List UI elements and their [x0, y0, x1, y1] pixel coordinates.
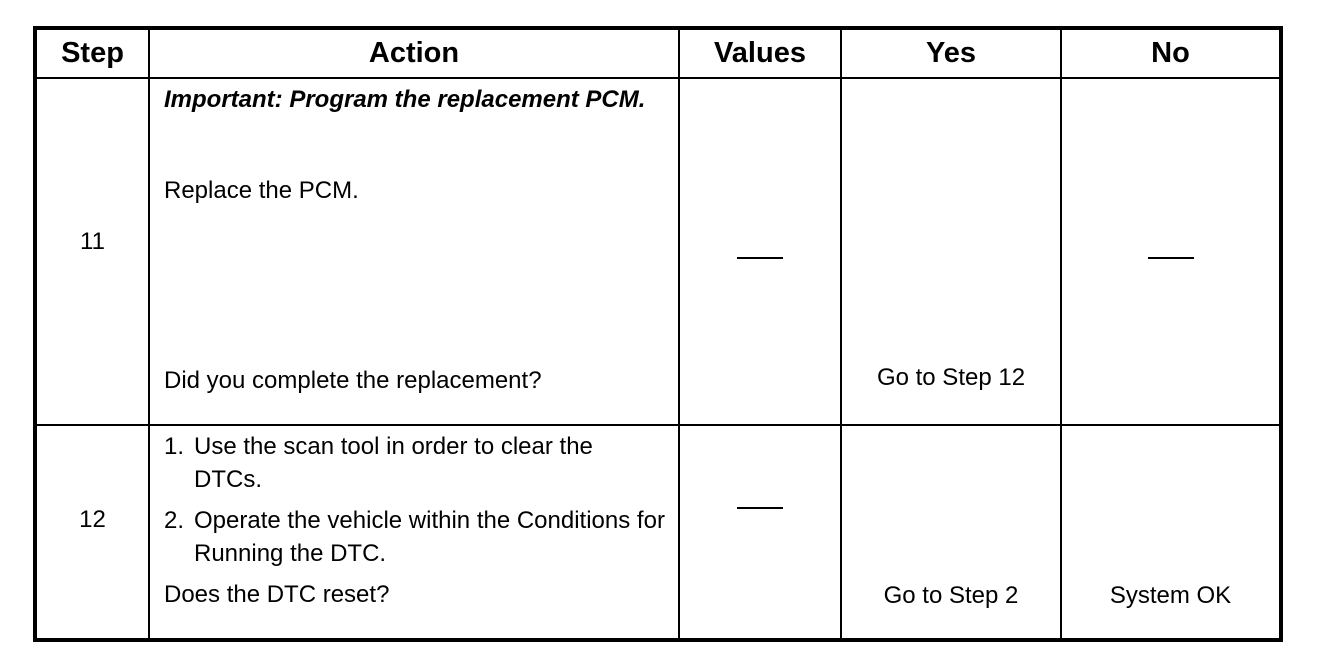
action-cell: Important: Program the replacement PCM. …	[148, 77, 680, 426]
table-row: 12 1. Use the scan tool in order to clea…	[37, 424, 1279, 638]
header-yes: Yes	[840, 30, 1062, 79]
yes-cell: Go to Step 12	[840, 77, 1062, 426]
action-cell: 1. Use the scan tool in order to clear t…	[148, 424, 680, 638]
table-row: 11 Important: Program the replacement PC…	[37, 77, 1279, 426]
step-number: 11	[37, 77, 150, 426]
yes-result: Go to Step 2	[883, 582, 1019, 609]
not-applicable-dash	[1147, 256, 1194, 259]
no-cell	[1060, 77, 1279, 426]
header-values: Values	[678, 30, 842, 79]
not-applicable-dash	[737, 507, 783, 509]
values-cell	[678, 424, 842, 638]
diagnostic-table: Step Action Values Yes No 11 Important: …	[37, 30, 1279, 638]
action-question: Does the DTC reset?	[164, 581, 390, 608]
not-applicable-dash	[737, 256, 783, 259]
header-action: Action	[148, 30, 680, 79]
header-step: Step	[37, 30, 150, 79]
header-no: No	[1060, 30, 1279, 79]
header-row: Step Action Values Yes No	[37, 30, 1279, 79]
list-item: 2. Operate the vehicle within the Condit…	[164, 507, 665, 567]
action-question: Did you complete the replacement?	[164, 367, 542, 394]
no-result: System OK	[1109, 582, 1232, 609]
important-note: Important: Program the replacement PCM.	[164, 86, 646, 113]
yes-result: Go to Step 12	[876, 364, 1026, 391]
values-cell	[678, 77, 842, 426]
step-number: 12	[37, 424, 150, 638]
diagnostic-table-frame: Step Action Values Yes No 11 Important: …	[33, 26, 1283, 642]
action-instruction: Replace the PCM.	[164, 177, 359, 204]
yes-cell: Go to Step 2	[840, 424, 1062, 638]
no-cell: System OK	[1060, 424, 1279, 638]
list-item: 1. Use the scan tool in order to clear t…	[164, 433, 593, 493]
